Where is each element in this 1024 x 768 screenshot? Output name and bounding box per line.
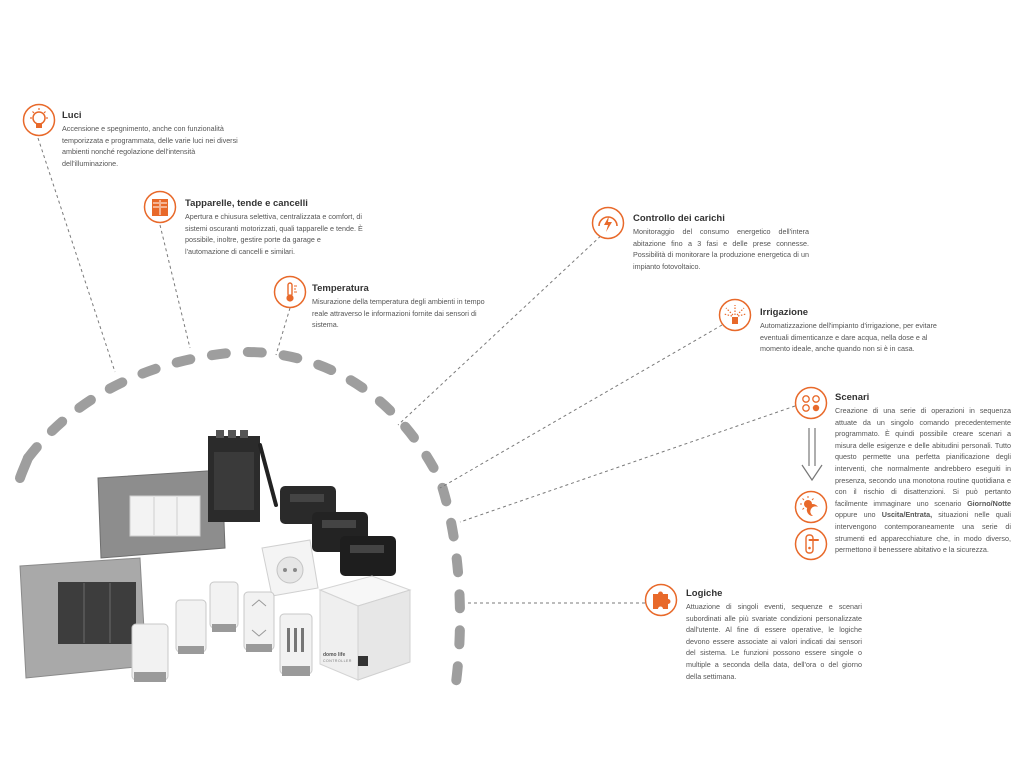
feature-description: Misurazione della temperatura degli ambi… [312, 297, 485, 330]
feature-luci: Luci Accensione e spegnimento, anche con… [62, 110, 244, 169]
dashed-arc-left [15, 453, 33, 483]
sensor-1 [131, 623, 169, 682]
feature-title: Scenari [835, 392, 870, 403]
feature-title: Controllo dei carichi [633, 213, 725, 224]
din-module [208, 430, 278, 522]
connector-scenari [459, 405, 796, 523]
feature-description: Attuazione di singoli eventi, sequenze e… [686, 602, 862, 681]
scenario-giorno-notte: Giorno/Notte [967, 498, 1011, 508]
feature-logiche: Logiche Attuazione di singoli eventi, se… [686, 588, 862, 682]
black-module-3 [340, 536, 396, 576]
connector-carichi [397, 231, 606, 426]
lightbulb-icon [22, 103, 56, 137]
feature-title: Luci [62, 110, 82, 121]
feature-title: Temperatura [312, 283, 369, 294]
sensor-3 [209, 581, 239, 632]
sprinkler-icon [718, 298, 752, 332]
connector-luci [37, 137, 116, 373]
energy-meter-icon [591, 206, 625, 240]
scenario-uscita-entrata: Uscita/Entrata, [881, 510, 933, 520]
scenario-buttons-icon [794, 386, 828, 420]
feature-scenari: Scenari Creazione di una serie di operaz… [835, 392, 1011, 556]
scenari-arrow [801, 428, 823, 482]
feature-temperatura: Temperatura Misurazione della temperatur… [312, 283, 490, 331]
thermometer-icon [273, 275, 307, 309]
feature-description: Monitoraggio del consumo energetico dell… [633, 227, 809, 271]
day-night-icon [794, 490, 828, 524]
wall-plate-back [97, 469, 226, 559]
dashed-arc [23, 346, 465, 695]
sensor-5 [279, 613, 313, 676]
feature-title: Tapparelle, tende e cancelli [185, 198, 308, 209]
controller-label: CONTROLLER [323, 659, 352, 663]
product-illustration [19, 430, 412, 682]
feature-title: Irrigazione [760, 307, 809, 318]
sensor-2 [175, 599, 207, 654]
feature-title: Logiche [686, 588, 723, 599]
feature-description: Creazione di una serie di operazioni in … [835, 406, 1011, 555]
door-handle-icon [794, 527, 828, 561]
feature-description: Accensione e spegnimento, anche con funz… [62, 124, 238, 168]
puzzle-icon [644, 583, 678, 617]
feature-tapparelle: Tapparelle, tende e cancelli Apertura e … [185, 198, 363, 257]
controller-cube [318, 575, 412, 681]
sensor-4 [243, 591, 275, 652]
shutter-icon [143, 190, 177, 224]
connector-irrigazione [439, 324, 723, 489]
connector-temperatura [275, 307, 291, 356]
feature-carichi: Controllo dei carichi Monitoraggio del c… [633, 213, 809, 272]
controller-brand: domo life [323, 652, 346, 658]
feature-description: Automatizzazione dell'impianto d'irrigaz… [760, 321, 937, 354]
smart-plug [261, 539, 319, 597]
feature-irrigazione: Irrigazione Automatizzazione dell'impian… [760, 307, 938, 355]
wall-plate-front [19, 557, 147, 679]
feature-description: Apertura e chiusura selettiva, centraliz… [185, 212, 363, 256]
